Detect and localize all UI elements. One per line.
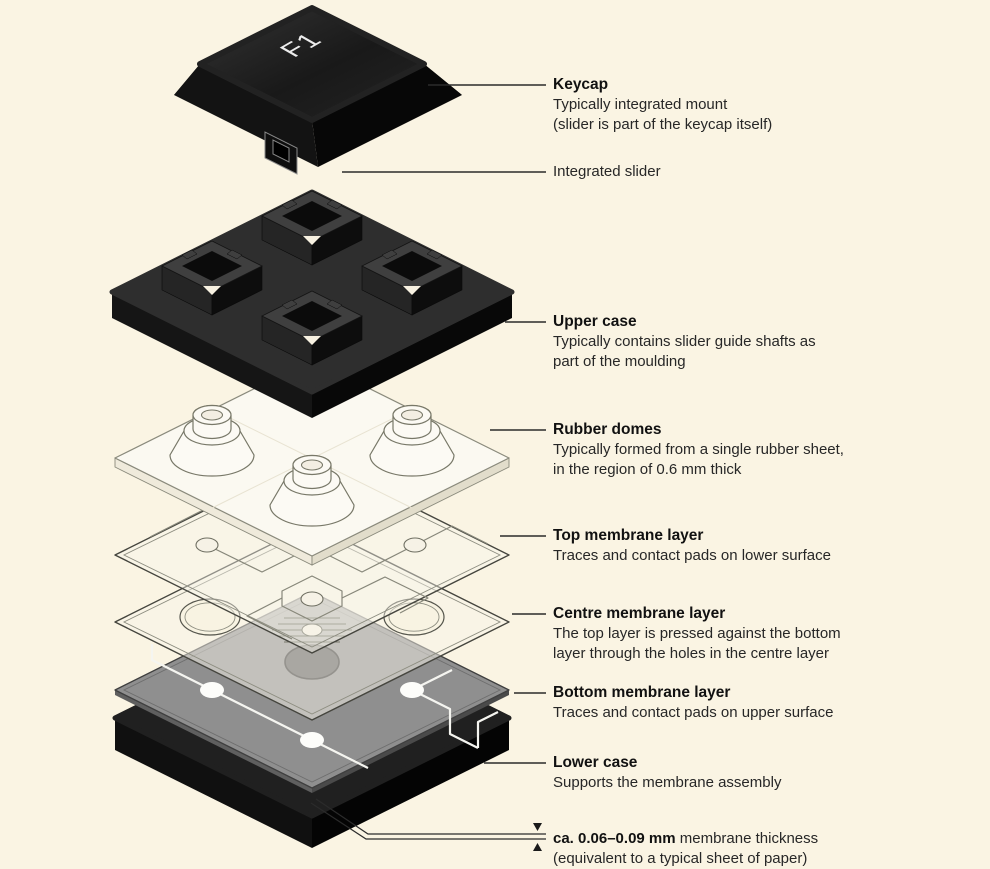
callout-title: Top membrane layer (553, 527, 704, 544)
contact-pad (403, 537, 427, 553)
slider-guide-socket (161, 190, 463, 366)
rubber-domes-illustration (114, 359, 510, 566)
contact-pad (200, 682, 224, 698)
callout-line: part of the moulding (553, 353, 686, 370)
upper-case-illustration (109, 189, 515, 418)
callout-centre-membrane: Centre membrane layer The top layer is p… (553, 604, 983, 664)
callout-title: Keycap (553, 76, 609, 93)
callout-line: The top layer is pressed against the bot… (553, 625, 841, 642)
callout-rubber-domes: Rubber domes Typically formed from a sin… (553, 420, 983, 480)
arrow-down-icon (533, 823, 542, 831)
thickness-callout (310, 798, 546, 851)
callout-upper-case: Upper case Typically contains slider gui… (553, 312, 983, 372)
thickness-value: ca. 0.06–0.09 mm (553, 830, 676, 847)
contact-pad (195, 537, 219, 553)
callout-lower-case: Lower case Supports the membrane assembl… (553, 753, 983, 793)
centre-pad (301, 623, 323, 637)
callout-top-membrane: Top membrane layer Traces and contact pa… (553, 526, 983, 566)
callout-title: Rubber domes (553, 421, 662, 438)
callout-title: Bottom membrane layer (553, 684, 731, 701)
thickness-note-line: (equivalent to a typical sheet of paper) (553, 850, 808, 867)
thickness-line: ca. 0.06–0.09 mm membrane thickness (553, 829, 983, 849)
keycap-illustration: F1 (174, 5, 462, 175)
rubber-dome (269, 454, 355, 527)
callout-integrated-slider: Integrated slider (553, 162, 983, 182)
rubber-dome (169, 404, 255, 477)
callout-title: Centre membrane layer (553, 605, 726, 622)
callout-line: Traces and contact pads on upper surface (553, 704, 834, 721)
contact-pad (400, 682, 424, 698)
integrated-slider-illustration (264, 131, 298, 175)
callout-line: Typically contains slider guide shafts a… (553, 333, 816, 350)
thickness-text: membrane thickness (675, 830, 819, 847)
callout-title: Lower case (553, 754, 638, 771)
callout-title: Upper case (553, 313, 637, 330)
callout-line: layer through the holes in the centre la… (553, 645, 829, 662)
callout-line: Supports the membrane assembly (553, 774, 782, 791)
callout-line: Typically formed from a single rubber sh… (553, 441, 844, 458)
callout-keycap: Keycap Typically integrated mount (slide… (553, 75, 983, 135)
leader-lines (342, 84, 546, 764)
rubber-dome (369, 404, 455, 477)
callout-bottom-membrane: Bottom membrane layer Traces and contact… (553, 683, 983, 723)
centre-membrane-illustration (114, 523, 510, 721)
callout-line: Integrated slider (553, 163, 661, 180)
callout-line: (slider is part of the keycap itself) (553, 116, 773, 133)
contact-pad (300, 732, 324, 748)
callout-line: in the region of 0.6 mm thick (553, 461, 742, 478)
callout-line: Typically integrated mount (553, 96, 728, 113)
callout-line: Traces and contact pads on lower surface (553, 547, 831, 564)
contact-pad (300, 591, 324, 607)
arrow-up-icon (533, 843, 542, 851)
bottom-membrane-traces (150, 644, 499, 769)
callout-membrane-thickness: ca. 0.06–0.09 mm membrane thickness (equ… (553, 829, 983, 869)
